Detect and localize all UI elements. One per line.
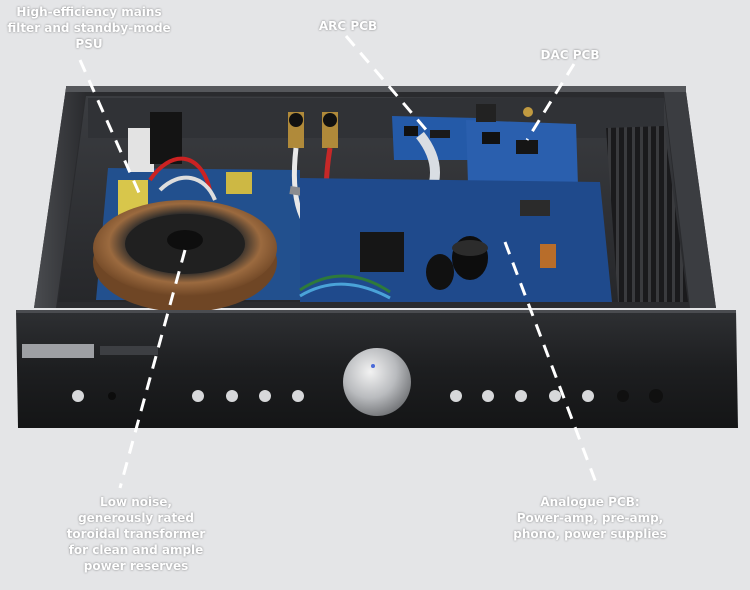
callout-line: DAC PCB [540, 48, 600, 62]
dac-pcb [466, 104, 578, 186]
leader-lines [78, 35, 600, 489]
heatsink [606, 126, 688, 302]
callout-dac-pcb: DAC PCB [530, 47, 610, 63]
callout-mains-psu: High-efficiency mains filter and standby… [4, 4, 174, 52]
callout-line: ARC PCB [318, 19, 378, 33]
callout-line: filter and standby-mode [7, 21, 171, 35]
analogue-pcb [299, 178, 612, 302]
callout-line: Low noise, [100, 495, 172, 509]
callout-line: generously rated [78, 511, 194, 525]
toroidal-transformer [93, 200, 277, 312]
front-controls [72, 389, 663, 403]
callout-line: Analogue PCB: [540, 495, 640, 509]
callout-line: power reserves [83, 559, 189, 573]
callout-line: PSU [75, 37, 103, 51]
callout-line: phono, power supplies [513, 527, 667, 541]
callout-line: for clean and ample [68, 543, 204, 557]
callout-transformer: Low noise, generously rated toroidal tra… [46, 494, 226, 574]
callout-line: toroidal transformer [66, 527, 206, 541]
callout-line: Power-amp, pre-amp, [516, 511, 664, 525]
callout-line: High-efficiency mains [16, 5, 162, 19]
callout-analogue-pcb: Analogue PCB: Power-amp, pre-amp, phono,… [500, 494, 680, 542]
volume-knob [343, 348, 411, 416]
callout-arc-pcb: ARC PCB [308, 18, 388, 34]
